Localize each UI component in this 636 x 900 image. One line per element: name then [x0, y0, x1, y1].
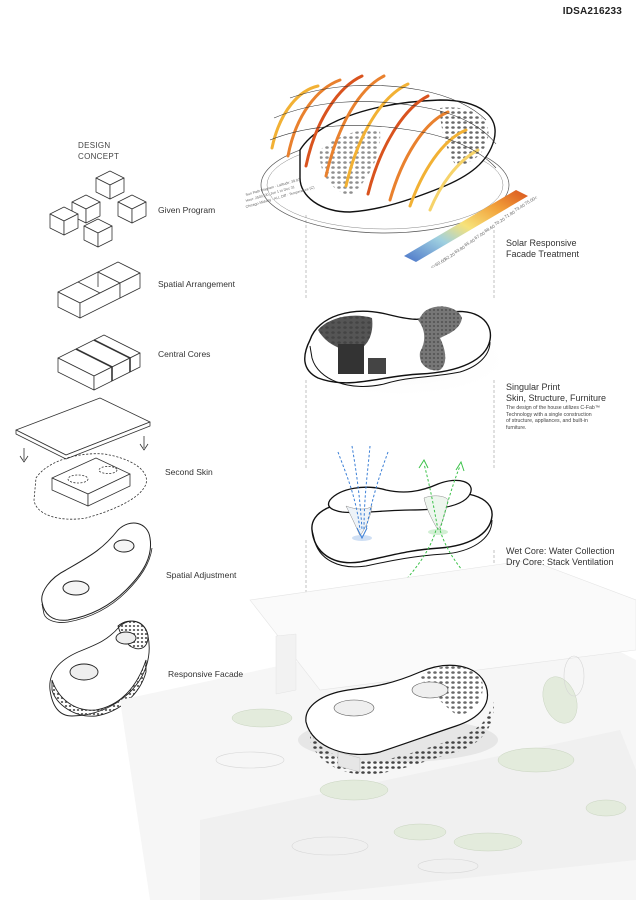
legend-value-7: 63.80: [453, 244, 466, 255]
design-concept-heading: DESIGN CONCEPT: [78, 140, 119, 162]
step-label-spatial-arrangement: Spatial Arrangement: [158, 279, 236, 289]
legend-labels: 75.00< 73.40 71.80 70.20 68.60 67.00 65.…: [420, 194, 540, 272]
cores-title-line-1: Wet Core: Water Collection: [506, 546, 615, 556]
print-desc-line-1: The design of the house utilizes C-Fab™: [506, 405, 601, 411]
solar-ribs: [270, 74, 480, 212]
legend-value-6: 65.40: [463, 237, 476, 248]
spatial-adjustment-shape: [41, 522, 153, 623]
step-label-given-program: Given Program: [158, 205, 216, 215]
given-program-cubes: [49, 170, 147, 248]
singular-print-title: Singular Print Skin, Structure, Furnitur…: [506, 382, 606, 404]
temperature-legend: [404, 190, 528, 262]
legend-value-3: 70.20: [493, 216, 506, 227]
legend-value-5: 67.00: [473, 230, 486, 241]
print-desc-line-3: of structure, appliances, and built-in: [506, 418, 588, 424]
central-cores-shape: [57, 334, 141, 391]
solar-title-line-2: Facade Treatment: [506, 249, 580, 259]
step-label-central-cores: Central Cores: [158, 349, 211, 359]
legend-value-2: 71.80: [503, 209, 516, 220]
water-flow-arrows: [337, 445, 389, 531]
landscape-ovals: [231, 676, 627, 852]
cores-title-line-2: Dry Core: Stack Ventilation: [506, 557, 614, 567]
step-label-spatial-adjustment: Spatial Adjustment: [166, 570, 237, 580]
print-title-line-1: Singular Print: [506, 382, 561, 392]
second-skin-shape: [15, 397, 151, 520]
step-label-responsive-facade: Responsive Facade: [168, 669, 244, 679]
singular-print-model: [300, 306, 500, 394]
solar-facade-title: Solar Responsive Facade Treatment: [506, 238, 579, 260]
legend-value-1: 73.40: [513, 202, 526, 213]
solar-title-line-1: Solar Responsive: [506, 238, 577, 248]
spatial-arrangement-shape: [57, 261, 141, 319]
water-ventilation-model: [311, 445, 493, 583]
step-label-second-skin: Second Skin: [165, 467, 213, 477]
heading-line-1: DESIGN: [78, 141, 111, 150]
project-code: IDSA216233: [562, 6, 622, 17]
cores-title: Wet Core: Water Collection Dry Core: Sta…: [506, 546, 615, 568]
print-desc-line-4: furniture.: [506, 424, 527, 431]
legend-value-0: 75.00<: [523, 194, 539, 207]
heading-line-2: CONCEPT: [78, 152, 120, 161]
singular-print-description: The design of the house utilizes C-Fab™ …: [506, 405, 624, 431]
print-desc-line-2: Technology with a single construction: [506, 411, 592, 418]
site-render: [120, 559, 636, 900]
legend-value-4: 68.60: [483, 223, 496, 234]
legend-value-9: <=60.60: [429, 257, 447, 270]
print-title-line-2: Skin, Structure, Furniture: [506, 393, 607, 403]
